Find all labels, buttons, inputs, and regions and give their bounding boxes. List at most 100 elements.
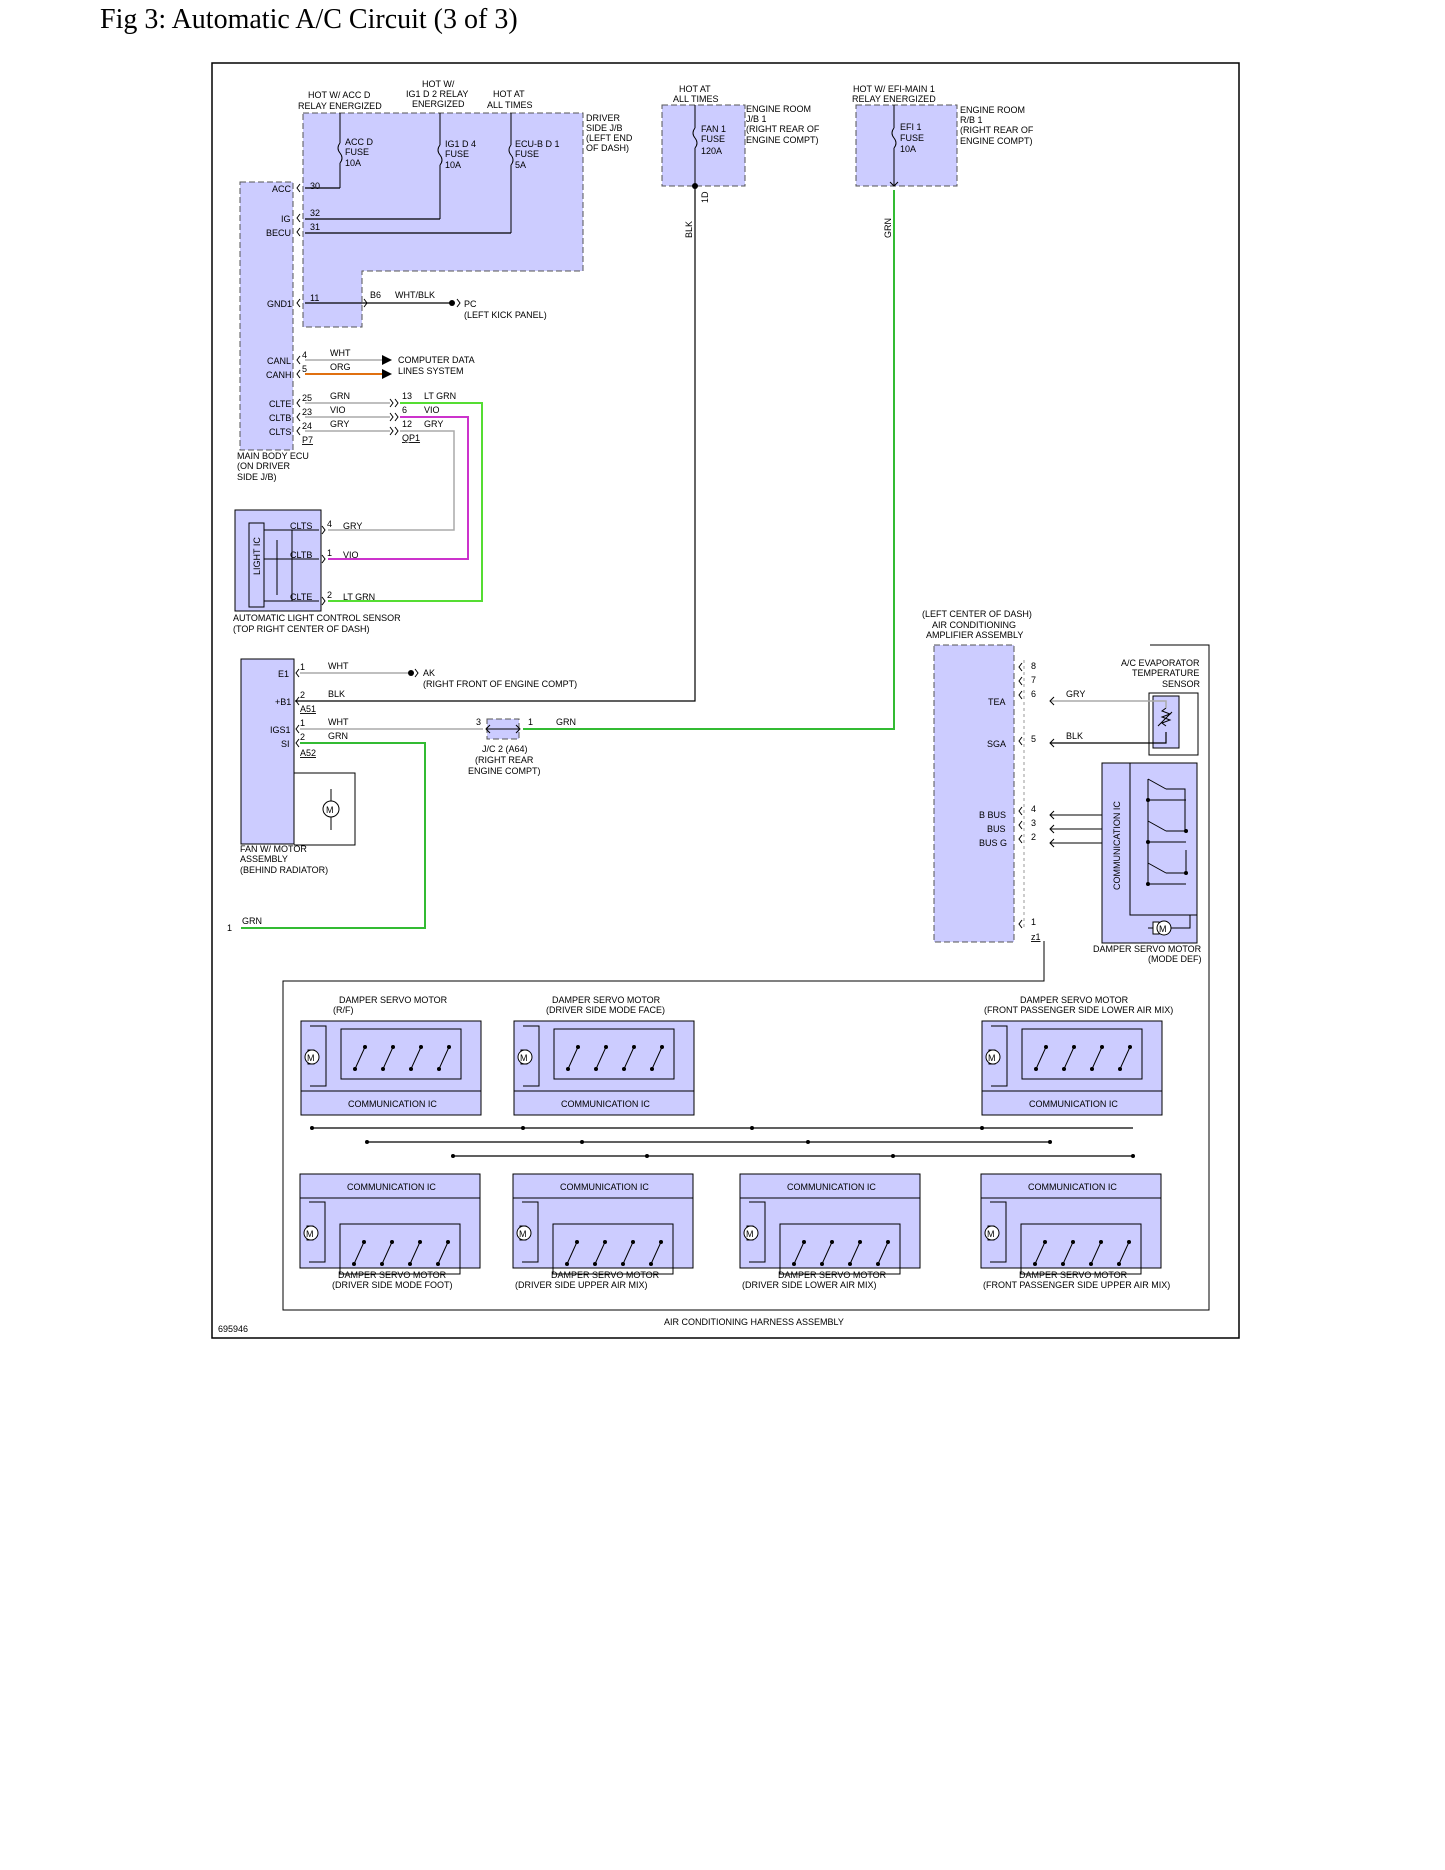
svg-text:IG1 D 4: IG1 D 4 [445, 139, 476, 149]
damper-servo-motor-mode-def: COMMUNICATION IC M DAMPER SERVO MOTOR (M… [1049, 762, 1202, 964]
svg-text:GRN: GRN [242, 916, 262, 926]
svg-text:1: 1 [327, 548, 332, 558]
svg-text:4: 4 [302, 350, 307, 360]
svg-text:3: 3 [1031, 818, 1036, 828]
diagram-frame [211, 62, 1240, 1339]
automatic-light-control-sensor: LIGHT IC CLTS CLTB CLTE 4 1 2 GRY VIO LT… [233, 509, 401, 634]
svg-text:GRY: GRY [424, 419, 443, 429]
svg-text:COMPUTER DATA: COMPUTER DATA [398, 355, 475, 365]
svg-text:1D: 1D [700, 191, 710, 203]
svg-text:1: 1 [300, 718, 305, 728]
motor-symbol: M [746, 1229, 754, 1239]
svg-text:ORG: ORG [330, 362, 351, 372]
communication-ic-label: COMMUNICATION IC [1028, 1182, 1117, 1192]
qp1-connector: GRN VIO GRY 13 LT GRN 6 VIO 12 GRY QP1 [305, 391, 483, 602]
svg-text:2: 2 [1031, 832, 1036, 842]
svg-text:A/C EVAPORATOR: A/C EVAPORATOR [1121, 658, 1200, 668]
svg-text:VIO: VIO [330, 405, 346, 415]
svg-text:2: 2 [327, 590, 332, 600]
motor-symbol: M [988, 1053, 996, 1063]
svg-text:1: 1 [227, 923, 232, 933]
svg-text:AIR CONDITIONING: AIR CONDITIONING [932, 620, 1016, 630]
communication-ic-label: COMMUNICATION IC [561, 1099, 650, 1109]
svg-text:IG: IG [281, 214, 291, 224]
can-lines: WHT ORG COMPUTER DATA LINES SYSTEM [305, 348, 475, 379]
fuse-acc-d: ACC D FUSE 10A [337, 113, 374, 188]
svg-text:ALL TIMES: ALL TIMES [673, 94, 719, 104]
svg-text:10A: 10A [445, 160, 461, 170]
svg-text:P7: P7 [302, 435, 313, 445]
page-title: Fig 3: Automatic A/C Circuit (3 of 3) [100, 4, 518, 35]
svg-text:(BEHIND RADIATOR): (BEHIND RADIATOR) [240, 865, 328, 875]
svg-text:AK: AK [423, 668, 435, 678]
svg-text:ECU-B D 1: ECU-B D 1 [515, 139, 560, 149]
ground-pc: B6 WHT/BLK PC (LEFT KICK PANEL) [305, 290, 547, 320]
svg-text:1: 1 [300, 662, 305, 672]
svg-text:HOT W/ EFI-MAIN 1: HOT W/ EFI-MAIN 1 [853, 84, 935, 94]
servo-title: DAMPER SERVO MOTOR [778, 1270, 887, 1280]
svg-text:LINES SYSTEM: LINES SYSTEM [398, 366, 464, 376]
svg-text:R/B 1: R/B 1 [960, 115, 983, 125]
motor-symbol: M [306, 1229, 314, 1239]
svg-text:CLTB: CLTB [290, 550, 312, 560]
servo-subtitle: (DRIVER SIDE LOWER AIR MIX) [742, 1280, 877, 1290]
svg-text:+B1: +B1 [275, 697, 291, 707]
servo-subtitle: (FRONT PASSENGER SIDE UPPER AIR MIX) [983, 1280, 1170, 1290]
svg-text:30: 30 [310, 181, 320, 191]
communication-ic-label: COMMUNICATION IC [560, 1182, 649, 1192]
svg-text:5: 5 [1031, 734, 1036, 744]
motor-symbol: M [987, 1229, 995, 1239]
svg-text:FUSE: FUSE [515, 149, 539, 159]
svg-text:A51: A51 [300, 704, 316, 714]
svg-text:BECU: BECU [266, 228, 291, 238]
servo-subtitle: (FRONT PASSENGER SIDE LOWER AIR MIX) [984, 1005, 1173, 1015]
servo-subtitle: (DRIVER SIDE MODE FOOT) [332, 1280, 453, 1290]
svg-text:24: 24 [302, 421, 312, 431]
svg-text:IG1 D 2 RELAY: IG1 D 2 RELAY [406, 89, 468, 99]
svg-text:CLTB: CLTB [269, 413, 291, 423]
svg-text:23: 23 [302, 407, 312, 417]
svg-text:RELAY ENERGIZED: RELAY ENERGIZED [852, 94, 936, 104]
servo-title: DAMPER SERVO MOTOR [338, 1270, 447, 1280]
si-wire: 1 GRN [227, 742, 426, 933]
svg-text:(LEFT KICK PANEL): (LEFT KICK PANEL) [464, 310, 547, 320]
svg-text:RELAY ENERGIZED: RELAY ENERGIZED [298, 101, 382, 111]
harness-label: AIR CONDITIONING HARNESS ASSEMBLY [664, 1317, 844, 1327]
svg-text:5A: 5A [515, 160, 526, 170]
svg-text:SI: SI [281, 739, 290, 749]
svg-text:GRN: GRN [556, 717, 576, 727]
svg-text:LT GRN: LT GRN [343, 592, 375, 602]
svg-text:GRY: GRY [330, 419, 349, 429]
svg-text:WHT/BLK: WHT/BLK [395, 290, 435, 300]
engine-room-rb: HOT W/ EFI-MAIN 1 RELAY ENERGIZED EFI 1 … [523, 84, 1034, 730]
servo-title: DAMPER SERVO MOTOR [552, 995, 661, 1005]
svg-text:10A: 10A [345, 158, 361, 168]
communication-ic-label: COMMUNICATION IC [1029, 1099, 1118, 1109]
svg-text:(MODE DEF): (MODE DEF) [1148, 954, 1202, 964]
svg-text:10A: 10A [900, 144, 916, 154]
svg-text:SENSOR: SENSOR [1162, 679, 1201, 689]
svg-text:GND1: GND1 [267, 299, 292, 309]
svg-text:8: 8 [1031, 661, 1036, 671]
svg-text:DAMPER SERVO MOTOR: DAMPER SERVO MOTOR [1093, 944, 1202, 954]
svg-text:COMMUNICATION IC: COMMUNICATION IC [1112, 801, 1122, 890]
svg-text:A52: A52 [300, 748, 316, 758]
svg-text:CLTE: CLTE [290, 592, 312, 602]
communication-ic-label: COMMUNICATION IC [348, 1099, 437, 1109]
svg-text:3: 3 [476, 717, 481, 727]
svg-text:TEA: TEA [988, 697, 1006, 707]
svg-text:FAN 1: FAN 1 [701, 124, 726, 134]
servo-title: DAMPER SERVO MOTOR [1019, 1270, 1128, 1280]
servo-subtitle: (R/F) [333, 1005, 354, 1015]
svg-text:HOT W/: HOT W/ [422, 79, 455, 89]
svg-text:(RIGHT REAR OF: (RIGHT REAR OF [746, 124, 820, 134]
svg-text:EFI 1: EFI 1 [900, 122, 922, 132]
svg-text:BLK: BLK [328, 689, 345, 699]
svg-text:LT GRN: LT GRN [424, 391, 456, 401]
svg-text:ENGINE COMPT): ENGINE COMPT) [746, 135, 819, 145]
fuse-ecu-b-d1: ECU-B D 1 FUSE 5A [508, 113, 560, 233]
